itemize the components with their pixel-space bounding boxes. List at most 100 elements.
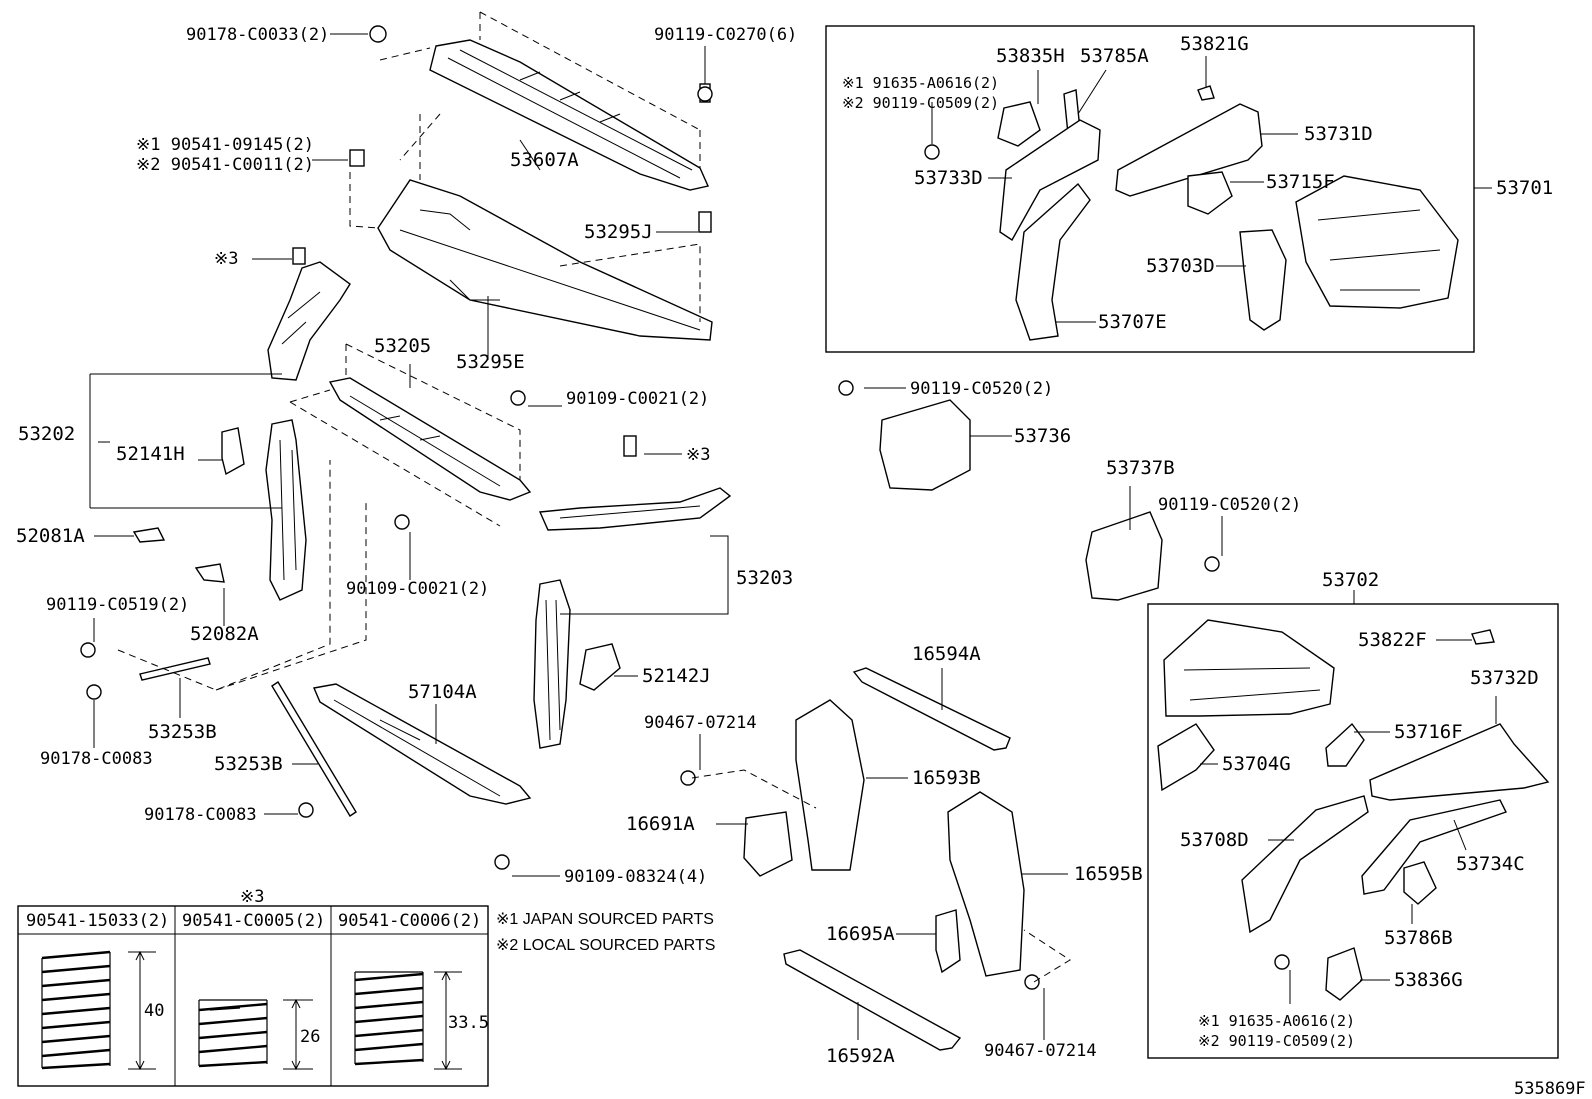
label-90109-08324: 90109-08324(4) (564, 867, 707, 887)
spring-height-1: 40 (144, 1001, 164, 1021)
part-53821G-shape (1197, 85, 1215, 101)
leader-lines (89, 33, 1497, 1040)
label-53733D: 53733D (914, 167, 983, 189)
label-57104A: 57104A (408, 681, 477, 703)
label-16592A: 16592A (826, 1045, 895, 1067)
part-53707E-shape (1015, 182, 1091, 341)
label-53734C: 53734C (1456, 853, 1525, 875)
label-53253B-a: 53253B (148, 721, 217, 743)
label-16691A: 16691A (626, 813, 695, 835)
label-53202: 53202 (18, 423, 75, 445)
note-japan-sourced: ※1 JAPAN SOURCED PARTS (496, 911, 714, 928)
spring-height-2: 26 (300, 1027, 320, 1047)
label-53702: 53702 (1322, 569, 1379, 591)
part-53202-upper-shape (267, 261, 351, 381)
part-16595B-shape (947, 791, 1025, 977)
label-53607A: 53607A (510, 149, 579, 171)
group-box-53701 (825, 25, 1475, 353)
label-52141H: 52141H (116, 443, 185, 465)
part-16594A-shape (852, 667, 1011, 751)
label-90541-09145: ※1 90541-09145(2) (136, 135, 314, 155)
label-53715F: 53715F (1266, 171, 1335, 193)
label-90541-C0011: ※2 90541-C0011(2) (136, 155, 314, 175)
label-16595B: 16595B (1074, 863, 1143, 885)
part-53731D-shape (1115, 103, 1263, 197)
label-star3-a: ※3 (214, 249, 238, 269)
part-16592A-shape (783, 949, 962, 1051)
note-local-sourced: ※2 LOCAL SOURCED PARTS (496, 937, 715, 954)
label-53836G: 53836G (1394, 969, 1463, 991)
label-53785A: 53785A (1080, 45, 1149, 67)
rod-dash-lines (117, 460, 367, 691)
label-53253B-b: 53253B (214, 753, 283, 775)
part-53704G-shape (1157, 723, 1215, 792)
label-90467-07214-b: 90467-07214 (984, 1041, 1097, 1061)
part-53732D-shape (1369, 723, 1550, 801)
part-53733D-shape (999, 119, 1101, 242)
label-16593B: 16593B (912, 767, 981, 789)
duct-dash-lines (691, 769, 1071, 983)
label-53731D: 53731D (1304, 123, 1373, 145)
spring-height-3: 33.5 (448, 1013, 489, 1033)
label-53205: 53205 (374, 335, 431, 357)
part-53736-shape (879, 399, 971, 491)
spring-col-3-header: 90541-C0006(2) (338, 911, 481, 931)
part-53203-lower-shape (533, 579, 571, 749)
part-52141H-shape (221, 427, 245, 476)
part-53253B-rod-a (139, 657, 211, 681)
part-53708D-shape (1241, 795, 1369, 934)
label-52082A: 52082A (190, 623, 259, 645)
part-53701-shape (1295, 175, 1459, 309)
label-90119-C0509-a: ※2 90119-C0509(2) (842, 94, 999, 112)
label-53707E: 53707E (1098, 311, 1167, 333)
label-91635-A0616-b: ※1 91635-A0616(2) (1198, 1012, 1355, 1030)
diagram-id: 535869F (1514, 1079, 1586, 1099)
label-52142J: 52142J (642, 665, 711, 687)
part-53835H-shape (997, 101, 1041, 147)
label-53736: 53736 (1014, 425, 1071, 447)
part-53715F-shape (1187, 171, 1233, 215)
part-53786B-shape (1403, 861, 1437, 905)
label-53295E: 53295E (456, 351, 525, 373)
label-16594A: 16594A (912, 643, 981, 665)
part-53737B-shape (1085, 511, 1163, 601)
part-52082A-shape (194, 563, 225, 583)
label-90119-C0520-a: 90119-C0520(2) (910, 379, 1053, 399)
part-53202-lower-shape (265, 419, 307, 601)
label-90178-C0083-a: 90178-C0083 (40, 749, 153, 769)
label-53708D: 53708D (1180, 829, 1249, 851)
label-53835H: 53835H (996, 45, 1065, 67)
part-53836G-shape (1325, 947, 1363, 1001)
label-90467-07214-a: 90467-07214 (644, 713, 757, 733)
spring-table (17, 905, 489, 1087)
label-53786B: 53786B (1384, 927, 1453, 949)
part-53203-upper-shape (538, 487, 732, 531)
label-53821G: 53821G (1180, 33, 1249, 55)
fasteners (80, 25, 1290, 990)
label-53737B: 53737B (1106, 457, 1175, 479)
label-90109-C0021-b: 90109-C0021(2) (346, 579, 489, 599)
label-90109-C0021-a: 90109-C0021(2) (566, 389, 709, 409)
part-57104A-shape (313, 683, 532, 805)
label-90119-C0270: 90119-C0270(6) (654, 25, 797, 45)
label-90119-C0520-b: 90119-C0520(2) (1158, 495, 1301, 515)
label-53203: 53203 (736, 567, 793, 589)
part-53607A-shape (379, 11, 709, 191)
spring-table-title: ※3 (240, 887, 264, 907)
label-16695A: 16695A (826, 923, 895, 945)
label-53295J: 53295J (584, 221, 653, 243)
label-53701: 53701 (1496, 177, 1553, 199)
label-52081A: 52081A (16, 525, 85, 547)
part-16691A-shape (743, 811, 793, 877)
spring-col-1-header: 90541-15033(2) (26, 911, 169, 931)
part-53253B-rod-b (271, 681, 357, 817)
part-16593B-shape (795, 699, 865, 871)
group-box-53702 (1147, 603, 1559, 1059)
label-53703D: 53703D (1146, 255, 1215, 277)
label-53732D: 53732D (1470, 667, 1539, 689)
part-53716F-shape (1325, 722, 1365, 767)
label-53822F: 53822F (1358, 629, 1427, 651)
part-53703D-shape (1239, 229, 1287, 331)
part-53822F-shape (1471, 629, 1495, 645)
